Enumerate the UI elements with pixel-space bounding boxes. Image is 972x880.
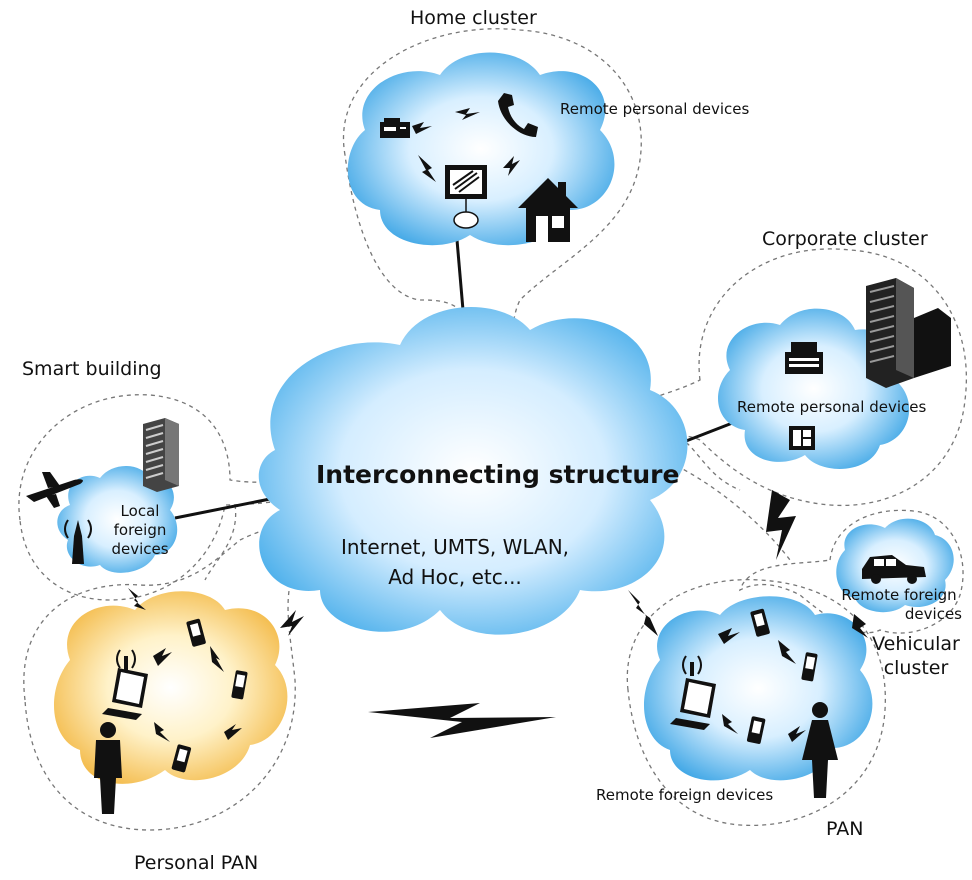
home-devices-label: Remote personal devices bbox=[560, 100, 750, 118]
center-title: Interconnecting structure bbox=[316, 460, 680, 489]
pda-icon bbox=[750, 608, 770, 637]
skyscraper-icon bbox=[866, 278, 951, 388]
vehicular-title-line1: Vehicular bbox=[872, 633, 960, 655]
car-icon bbox=[862, 555, 926, 584]
vehicular-cluster-boundary bbox=[738, 509, 964, 634]
antenna-icon bbox=[116, 649, 136, 670]
vehicular-devices-label: Remote foreign devices bbox=[832, 586, 966, 624]
pda-icon bbox=[231, 670, 248, 700]
lightning-icon bbox=[128, 108, 868, 742]
center-subtitle-line1: Internet, UMTS, WLAN, bbox=[340, 535, 570, 559]
vehicular-title-line2: cluster bbox=[883, 657, 949, 679]
home-cloud bbox=[347, 52, 615, 246]
corporate-cloud bbox=[718, 308, 910, 469]
woman-icon bbox=[802, 702, 838, 798]
monitor-icon bbox=[445, 165, 487, 229]
pda-icon bbox=[789, 426, 815, 450]
pda-icon bbox=[186, 618, 206, 647]
printer-icon bbox=[785, 342, 823, 374]
pda-icon bbox=[746, 716, 766, 744]
antenna-icon bbox=[682, 655, 702, 676]
airplane-icon bbox=[26, 472, 83, 508]
corporate-devices-label: Remote personal devices bbox=[737, 398, 927, 416]
home-cluster-title: Home cluster bbox=[410, 7, 537, 29]
vehicular-cluster-title: Vehicular cluster bbox=[862, 632, 970, 680]
interconnecting-cloud bbox=[258, 307, 688, 635]
smart-building-cloud bbox=[57, 466, 178, 573]
smart-building-devices-line1: Local bbox=[120, 502, 160, 520]
personal-pan-cloud bbox=[53, 591, 288, 784]
pda-icon bbox=[171, 744, 192, 773]
building-icon bbox=[143, 418, 179, 492]
laptop-icon bbox=[670, 678, 716, 730]
smart-building-devices-line3: devices bbox=[111, 540, 169, 558]
phone-icon bbox=[498, 93, 538, 137]
smart-building-devices-label: Local foreign devices bbox=[100, 502, 180, 559]
pan-boundary bbox=[626, 578, 886, 827]
center-subtitle-line2: Ad Hoc, etc... bbox=[388, 565, 522, 589]
house-icon bbox=[518, 178, 578, 242]
vehicular-devices-line2: devices bbox=[904, 605, 962, 623]
center-subtitle: Internet, UMTS, WLAN, Ad Hoc, etc... bbox=[340, 532, 570, 592]
person-icon bbox=[94, 722, 122, 814]
vehicular-devices-line1: Remote foreign bbox=[841, 586, 957, 604]
pan-devices-label: Remote foreign devices bbox=[596, 786, 774, 804]
personal-pan-title: Personal PAN bbox=[134, 852, 259, 874]
pda-icon bbox=[801, 652, 818, 682]
smart-building-devices-line2: foreign bbox=[113, 521, 167, 539]
antenna-icon bbox=[64, 519, 92, 564]
fax-icon bbox=[380, 118, 410, 138]
pan-title: PAN bbox=[826, 818, 864, 840]
smart-building-title: Smart building bbox=[22, 358, 162, 380]
corporate-cluster-title: Corporate cluster bbox=[762, 228, 928, 250]
laptop-icon bbox=[102, 668, 148, 720]
